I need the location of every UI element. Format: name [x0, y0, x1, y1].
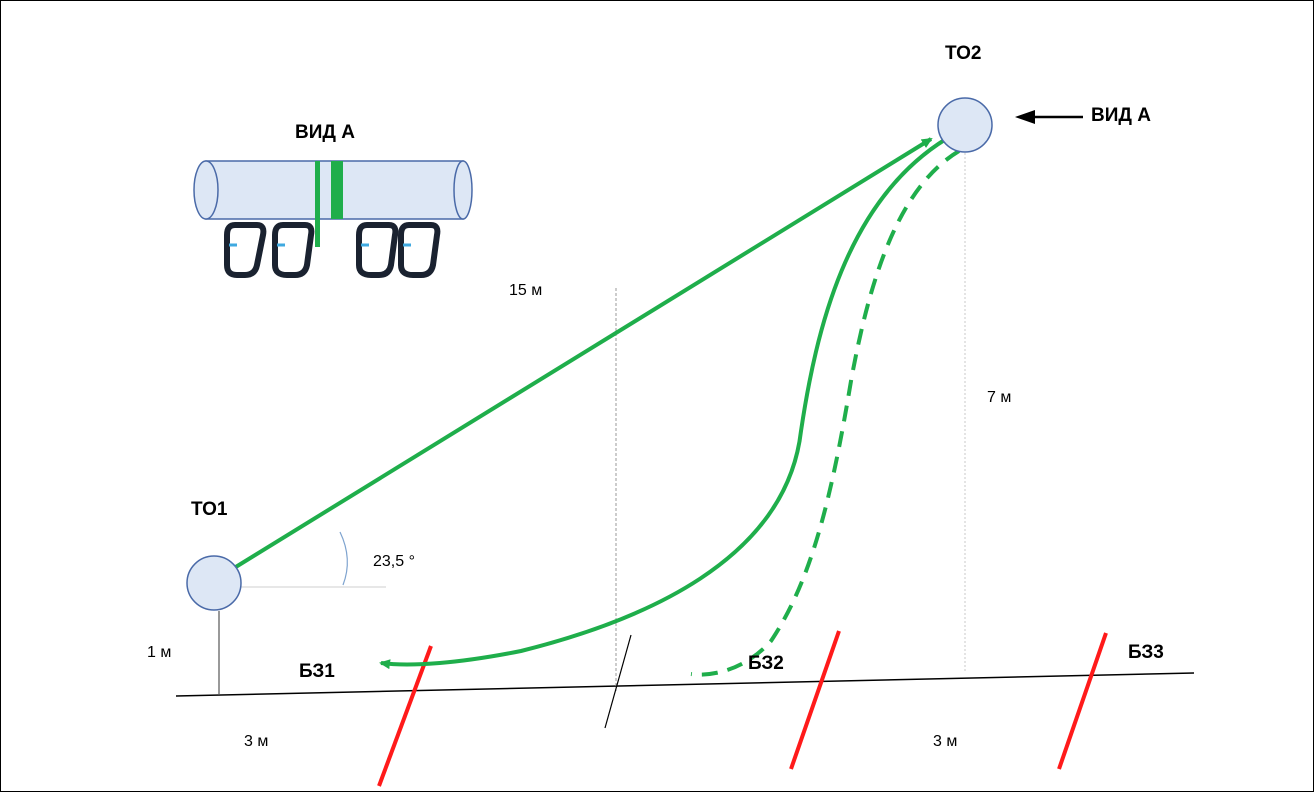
label-bz1: БЗ1	[299, 661, 335, 682]
barrier-bz1-line	[377, 645, 433, 787]
anchor-to1	[186, 555, 242, 611]
angle-arc	[339, 531, 348, 586]
inset-carabiner-2	[272, 222, 315, 278]
label-bz3: БЗ3	[1128, 642, 1164, 663]
traverse-rope	[224, 137, 933, 575]
inset-carabiner-3	[356, 222, 399, 278]
label-view-a-arrow: ВИД А	[1091, 105, 1151, 126]
midpoint-tick	[604, 634, 632, 729]
label-to1: ТО1	[191, 499, 228, 520]
label-dist-3-left: 3 м	[244, 733, 269, 750]
label-angle: 23,5 °	[373, 553, 415, 570]
ground-line	[175, 672, 1195, 697]
label-view-a-inset: ВИД А	[295, 122, 355, 143]
inset-cylinder-right-end	[453, 160, 473, 220]
label-dist-15: 15 м	[509, 282, 543, 299]
return-rope-solid	[379, 137, 948, 670]
label-bz2: БЗ2	[748, 653, 784, 674]
label-dist-3-right: 3 м	[933, 733, 958, 750]
inset-carabiner-4	[398, 222, 441, 278]
inset-green-strap-thick	[331, 161, 343, 219]
view-a-arrowhead	[1015, 110, 1035, 124]
inset-green-strap-thin	[315, 161, 320, 247]
inset-cylinder-left-end	[193, 160, 219, 220]
view-a-inset	[193, 160, 473, 278]
label-dist-1: 1 м	[147, 644, 172, 661]
label-dist-7: 7 м	[987, 389, 1012, 406]
rope-dashed	[690, 149, 961, 677]
barrier-bz2-line	[789, 630, 841, 770]
barrier-bz3-line	[1057, 632, 1108, 770]
label-to2: ТО2	[945, 43, 982, 64]
inset-carabiner-1	[224, 222, 267, 278]
anchor-to2	[937, 97, 993, 153]
